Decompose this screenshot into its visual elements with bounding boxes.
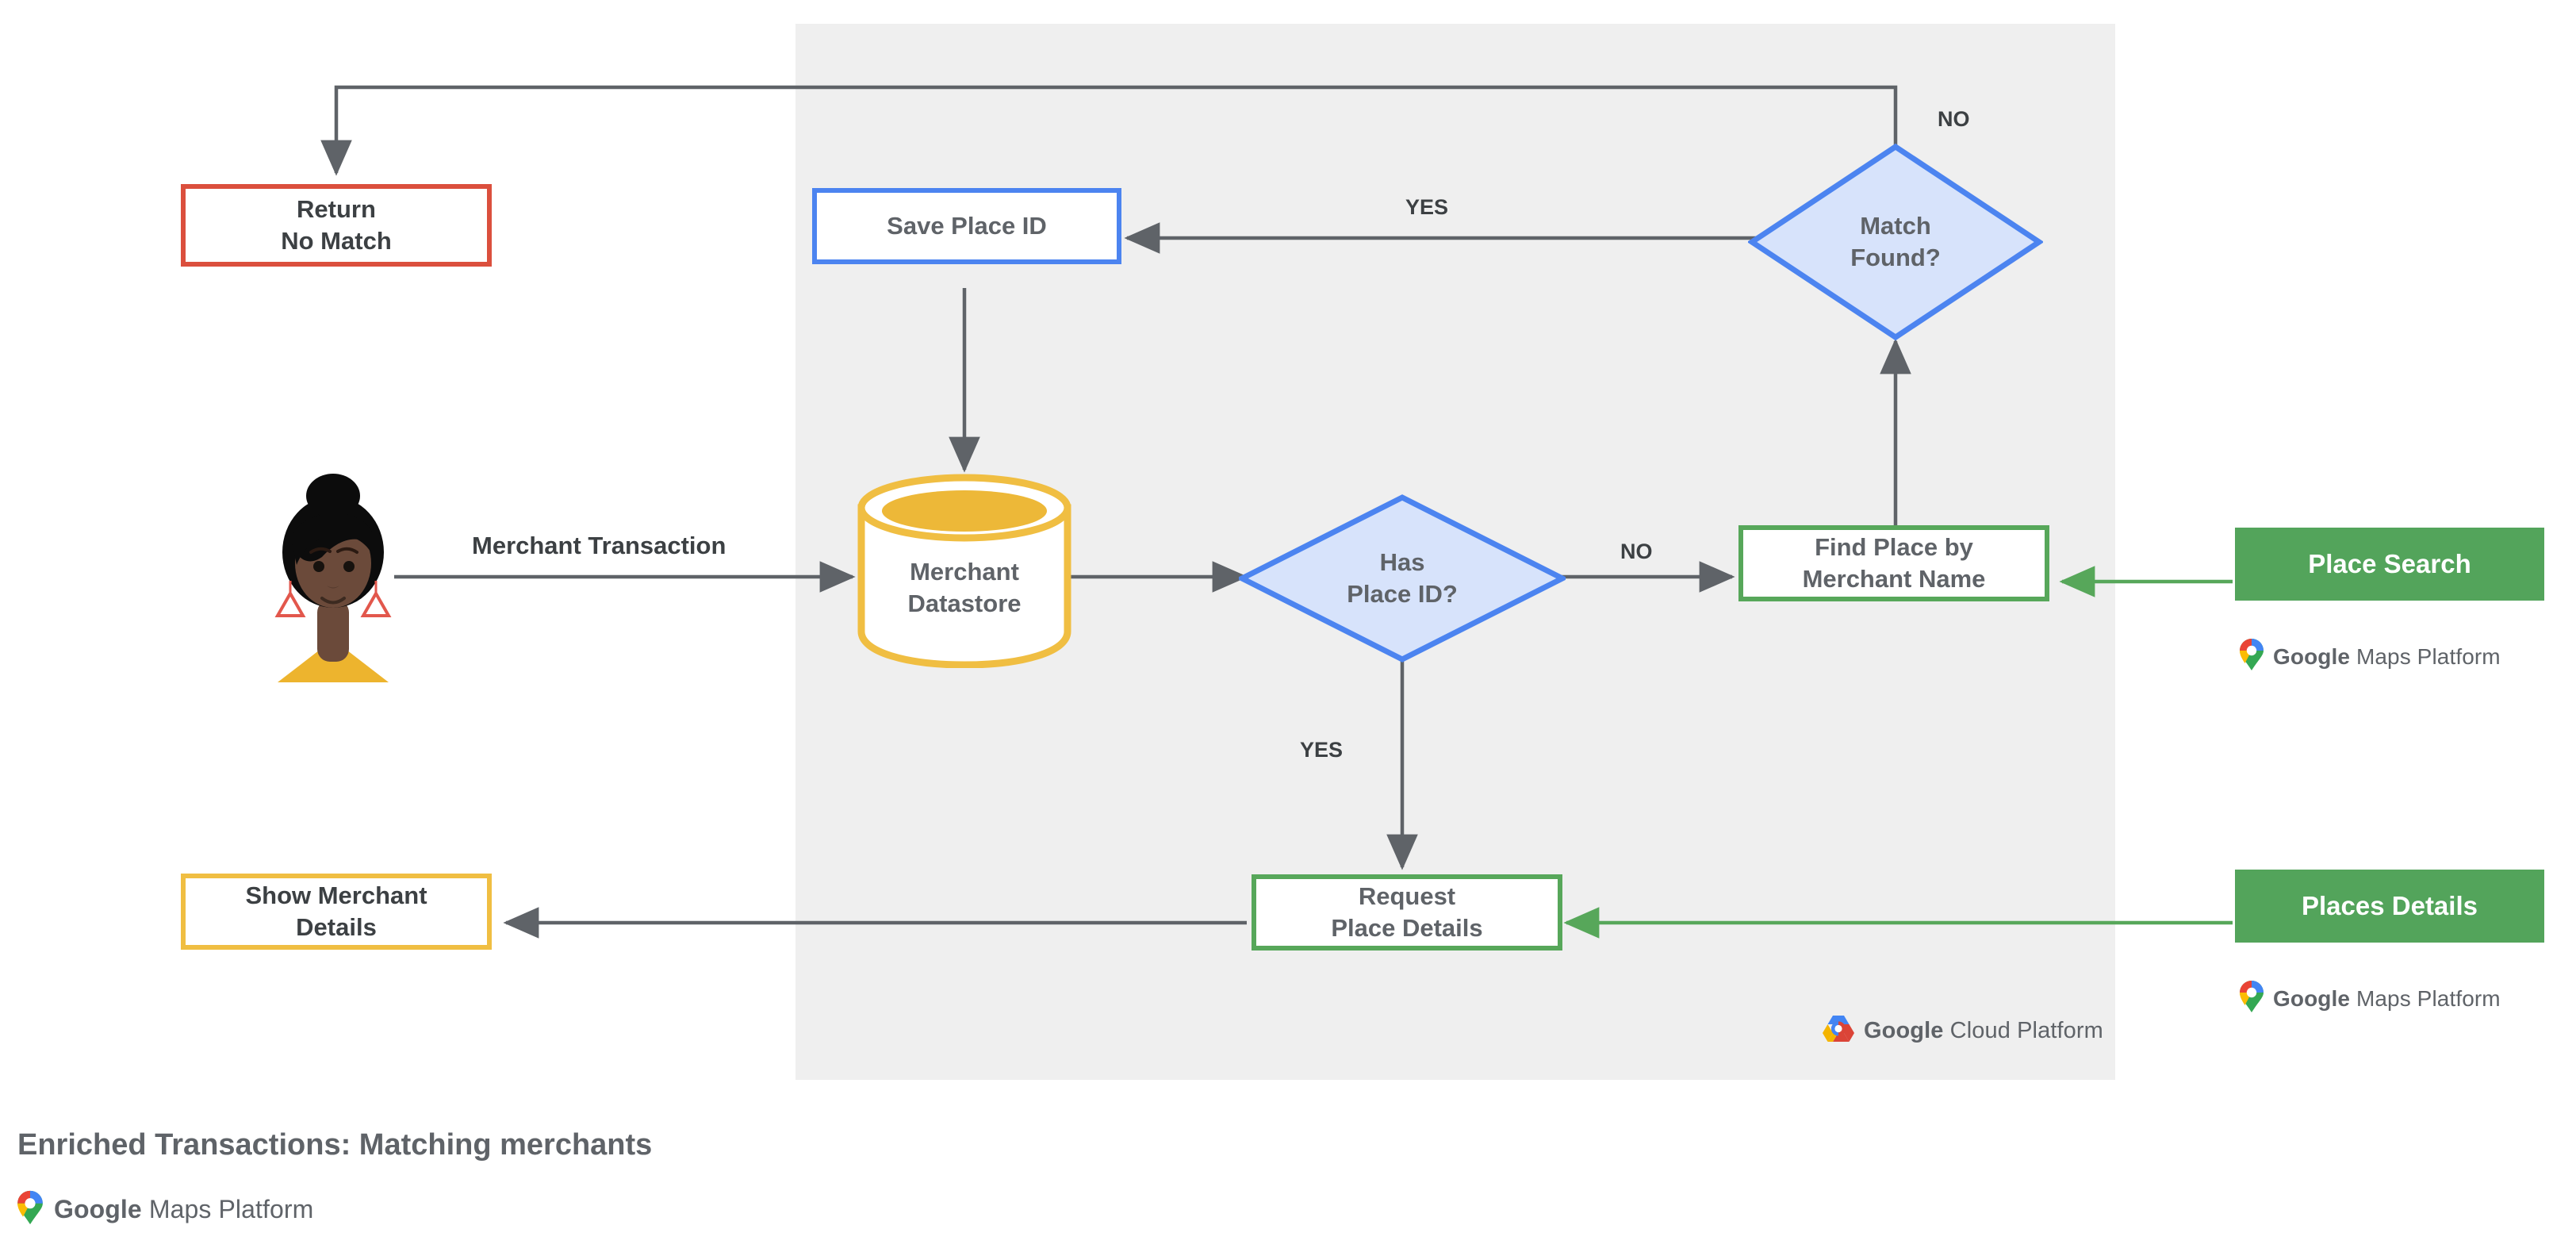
- edge-label-no-has-place-id: NO: [1620, 540, 1653, 563]
- maps-platform-wordmark: Google Maps Platform: [2273, 644, 2501, 670]
- maps-platform-wordmark-text: Maps Platform: [148, 1195, 314, 1223]
- node-match-found[interactable]: Match Found?: [1748, 143, 2043, 341]
- node-find-place-by-merchant-name-label: Find Place by Merchant Name: [1802, 533, 1986, 593]
- google-maps-platform-logo-places-details: Google Maps Platform: [2238, 981, 2501, 1016]
- node-return-no-match[interactable]: Return No Match: [181, 184, 492, 267]
- edge-label-merchant-transaction: Merchant Transaction: [472, 532, 726, 559]
- google-wordmark: Google: [1864, 1018, 1944, 1043]
- cloud-platform-wordmark: Google Cloud Platform: [1864, 1018, 2103, 1044]
- cloud-platform-wordmark-text: Cloud Platform: [1949, 1018, 2103, 1043]
- edge-label-yes-has-place-id: YES: [1300, 738, 1344, 762]
- user-avatar: [262, 460, 404, 682]
- node-request-place-details[interactable]: Request Place Details: [1252, 874, 1562, 951]
- button-places-details[interactable]: Places Details: [2235, 870, 2544, 943]
- maps-pin-icon: [2238, 639, 2265, 674]
- node-return-no-match-label: Return No Match: [281, 195, 392, 255]
- maps-pin-icon: [2238, 981, 2265, 1016]
- maps-platform-wordmark-text: Maps Platform: [2356, 643, 2501, 669]
- node-merchant-datastore[interactable]: Merchant Datastore: [855, 471, 1074, 668]
- node-save-place-id-label: Save Place ID: [887, 212, 1047, 240]
- button-place-search[interactable]: Place Search: [2235, 528, 2544, 601]
- google-cloud-platform-logo: Google Cloud Platform: [1823, 1014, 2103, 1048]
- button-place-search-label: Place Search: [2308, 548, 2471, 578]
- node-show-merchant-details[interactable]: Show Merchant Details: [181, 874, 492, 950]
- maps-pin-icon: [16, 1190, 44, 1229]
- node-request-place-details-label: Request Place Details: [1331, 882, 1483, 942]
- google-wordmark: Google: [54, 1195, 142, 1223]
- node-show-merchant-details-label: Show Merchant Details: [245, 881, 427, 941]
- maps-platform-wordmark: Google Maps Platform: [2273, 986, 2501, 1012]
- google-maps-platform-logo-footer: Google Maps Platform: [16, 1190, 313, 1229]
- edge-label-yes-match-found: YES: [1405, 195, 1449, 219]
- google-maps-platform-logo-place-search: Google Maps Platform: [2238, 639, 2501, 674]
- node-save-place-id[interactable]: Save Place ID: [812, 188, 1121, 264]
- maps-platform-wordmark-text: Maps Platform: [2356, 985, 2501, 1011]
- node-find-place-by-merchant-name[interactable]: Find Place by Merchant Name: [1738, 525, 2049, 601]
- node-has-place-id[interactable]: Has Place ID?: [1239, 494, 1566, 662]
- edge-label-no-match-found: NO: [1938, 107, 1970, 131]
- button-places-details-label: Places Details: [2302, 890, 2478, 920]
- google-wordmark: Google: [2273, 643, 2351, 669]
- google-wordmark: Google: [2273, 985, 2351, 1011]
- cloud-hexagon-icon: [1823, 1014, 1854, 1048]
- maps-platform-wordmark: Google Maps Platform: [54, 1195, 313, 1224]
- diagram-caption: Enriched Transactions: Matching merchant…: [17, 1128, 653, 1162]
